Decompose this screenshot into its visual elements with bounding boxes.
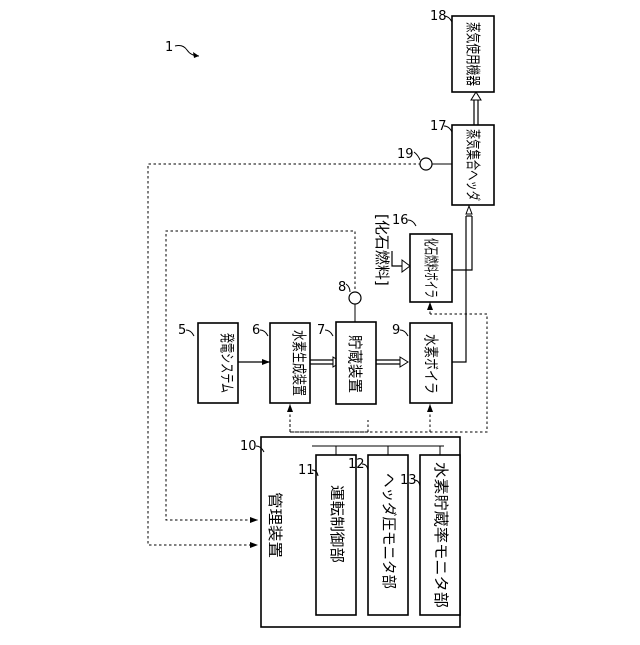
hydrogen-boiler-leader	[400, 330, 408, 336]
block-storage: 貯蔵装置 7	[317, 322, 376, 404]
block-steam-header: 蒸気集合ヘッダ 17	[430, 119, 494, 205]
block-hydrogen-gen: 水素生成装置 6	[252, 323, 310, 403]
header-sensor-ref: 19	[397, 147, 414, 162]
fossil-fuel-input-arrow	[402, 260, 410, 272]
flow-h-boiler-up	[452, 216, 466, 362]
storage-sensor-leader	[346, 284, 350, 292]
steam-header-label: 蒸気集合ヘッダ	[464, 129, 482, 201]
power-system-leader	[186, 330, 194, 336]
hydrogen-boiler-ref: 9	[392, 323, 400, 338]
power-system-label: 発電システム	[218, 333, 236, 393]
fossil-boiler-label: 化石燃料ボイラ	[422, 238, 440, 298]
flow-f-boiler-up	[452, 216, 472, 270]
fossil-boiler-leader	[408, 220, 416, 226]
figure-ref-arrow	[193, 52, 199, 58]
storage-ref: 7	[317, 323, 325, 338]
storage-leader	[325, 330, 333, 336]
hydrogen-gen-label: 水素生成装置	[290, 330, 308, 396]
management-ref: 10	[240, 439, 257, 454]
fossil-fuel-input-label: [化石燃料]	[373, 214, 391, 286]
header-sensor-leader	[414, 152, 420, 160]
flow-storage-to-boiler-arrow	[400, 357, 408, 367]
power-system-ref: 5	[178, 323, 186, 338]
sensor-storage: 8	[338, 280, 361, 304]
header-pressure-label: ヘッダ圧モニタ部	[380, 473, 398, 589]
storage-rate-label: 水素貯蔵率モニタ部	[432, 462, 450, 608]
block-power-system: 発電システム 5	[178, 323, 238, 403]
operation-control-label: 運転制御部	[328, 485, 346, 563]
hydrogen-gen-ref: 6	[252, 323, 260, 338]
figure-reference: 1	[165, 40, 199, 58]
management-label: 管理装置	[266, 492, 284, 558]
block-fossil-boiler: 化石燃料ボイラ 16	[392, 213, 452, 302]
sensor-header: 19	[397, 147, 432, 170]
hydrogen-gen-leader	[260, 330, 268, 336]
hydrogen-boiler-label: 水素ボイラ	[422, 334, 440, 394]
block-management: 管理装置 10 運転制御部 11 ヘッダ圧モニタ部 12 水素貯蔵率モニタ部 1…	[240, 437, 460, 627]
steam-equipment-label: 蒸気使用機器	[464, 22, 482, 86]
signal-line-bus-a	[290, 424, 368, 432]
block-steam-equipment: 蒸気使用機器 18	[430, 9, 494, 92]
storage-sensor-circle	[349, 292, 361, 304]
figure-ref-number: 1	[165, 40, 173, 55]
storage-label: 貯蔵装置	[346, 335, 364, 393]
flow-into-header-arrow	[466, 206, 472, 214]
flow-header-to-equipment-arrow	[471, 92, 481, 100]
header-sensor-circle	[420, 158, 432, 170]
fossil-boiler-ref: 16	[392, 213, 409, 228]
storage-sensor-ref: 8	[338, 280, 346, 295]
